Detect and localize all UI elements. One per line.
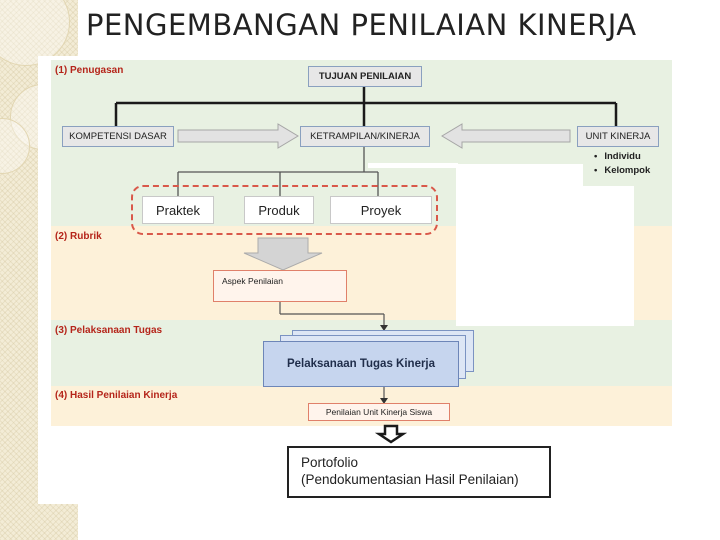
section-label-hasil: (4) Hasil Penilaian Kinerja xyxy=(55,390,178,401)
tree-connector xyxy=(114,86,618,126)
portofolio-title: Portofolio xyxy=(301,455,359,470)
produk-box: Produk xyxy=(244,196,314,224)
down-arrow-to-aspek xyxy=(243,237,323,271)
whiteout-patch xyxy=(368,163,458,168)
whiteout-patch xyxy=(456,164,583,188)
connector-aspek-to-tasks xyxy=(279,302,385,326)
kompetensi-dasar-box: KOMPETENSI DASAR xyxy=(62,126,174,147)
aspek-penilaian-label: Aspek Penilaian xyxy=(222,276,283,286)
hollow-arrow-left xyxy=(441,123,571,149)
proyek-box: Proyek xyxy=(330,196,432,224)
hollow-arrow-right xyxy=(177,123,299,149)
section-label-pelaksanaan: (3) Pelaksanaan Tugas xyxy=(55,325,163,336)
unit-kinerja-item: Individu xyxy=(594,150,650,164)
ketrampilan-kinerja-box: KETRAMPILAN/KINERJA xyxy=(300,126,430,147)
unit-kinerja-list: Individu Kelompok xyxy=(594,150,650,178)
portofolio-box: Portofolio (Pendokumentasian Hasil Penil… xyxy=(287,446,551,498)
pelaksanaan-tugas-kinerja-box: Pelaksanaan Tugas Kinerja xyxy=(263,341,459,387)
portofolio-subtitle: (Pendokumentasian Hasil Penilaian) xyxy=(301,472,519,487)
penilaian-unit-kinerja-box: Penilaian Unit Kinerja Siswa xyxy=(308,403,450,421)
tujuan-penilaian-box: TUJUAN PENILAIAN xyxy=(308,66,422,87)
arrowhead-to-tasks xyxy=(380,325,388,331)
type-branch-connector xyxy=(177,147,379,196)
hollow-arrow-to-portofolio xyxy=(374,424,408,444)
whiteout-patch xyxy=(456,186,634,326)
arrowhead-to-penilaian xyxy=(380,398,388,404)
slide-title: PENGEMBANGAN PENILAIAN KINERJA xyxy=(86,8,637,42)
unit-kinerja-item: Kelompok xyxy=(594,164,650,178)
task-type-group xyxy=(131,185,438,235)
praktek-box: Praktek xyxy=(142,196,214,224)
unit-kinerja-box: UNIT KINERJA xyxy=(577,126,659,147)
section-label-penugasan: (1) Penugasan xyxy=(55,65,124,76)
section-label-rubrik: (2) Rubrik xyxy=(55,231,102,242)
aspek-penilaian-box: Aspek Penilaian xyxy=(213,270,347,302)
